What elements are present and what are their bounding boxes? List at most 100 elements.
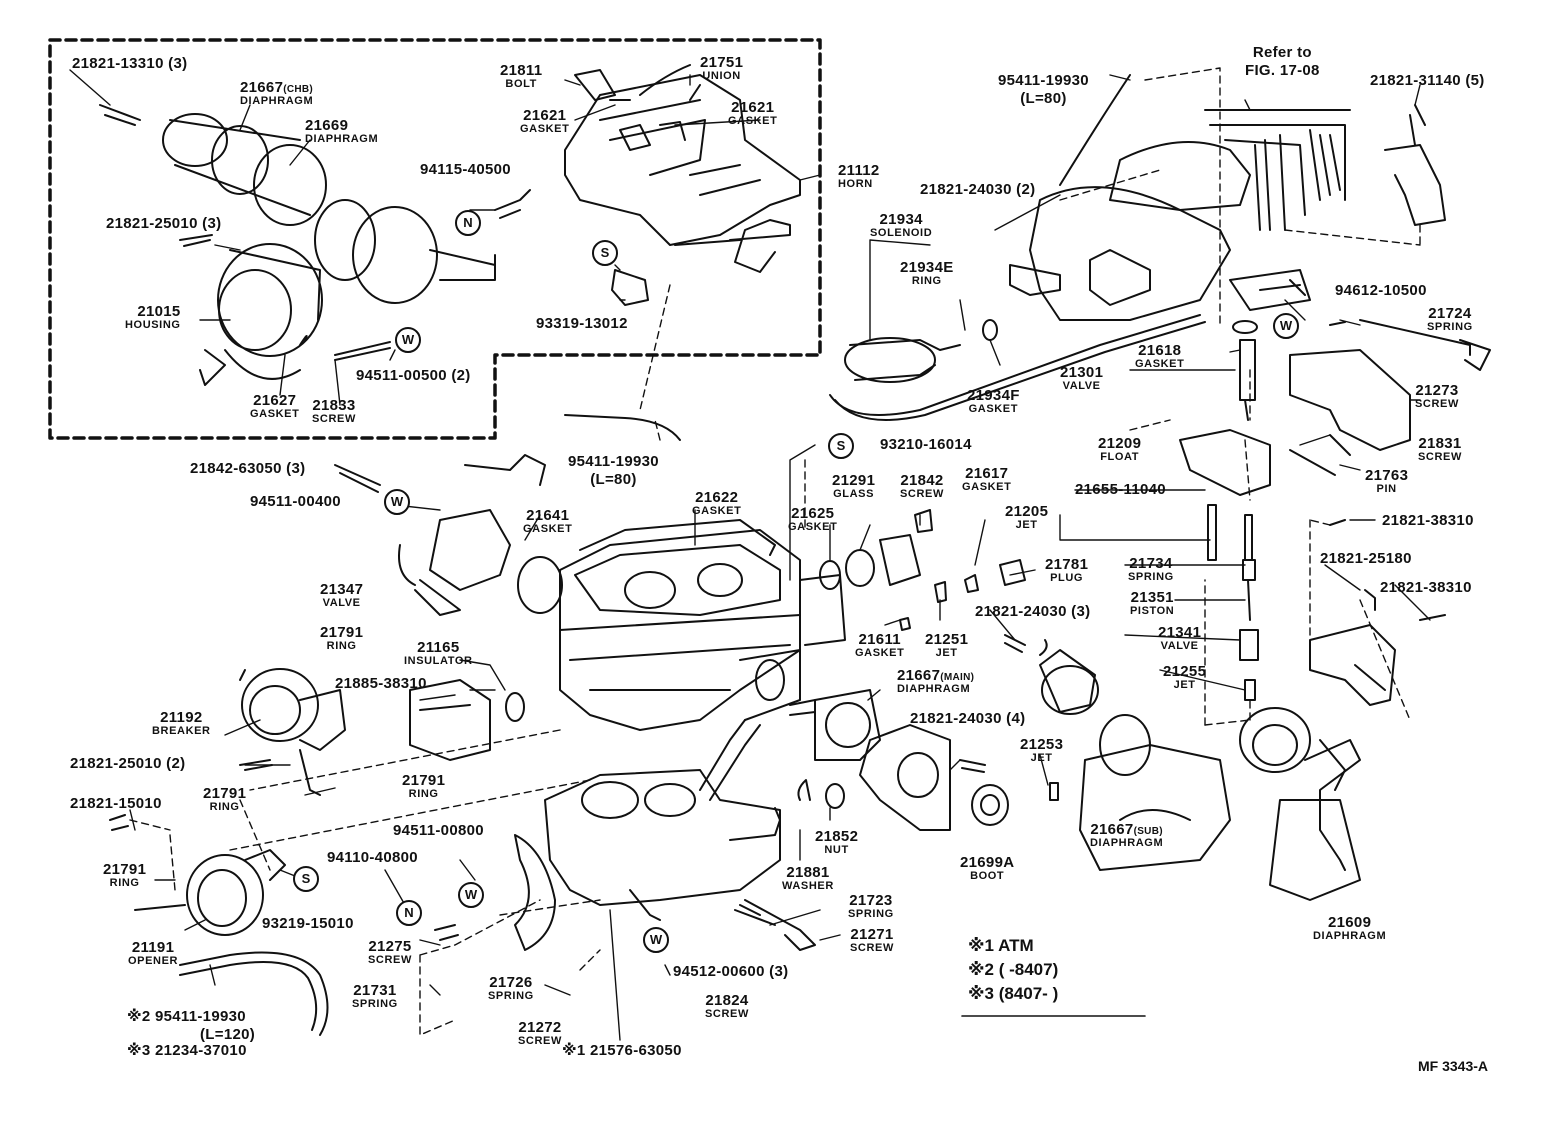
solenoid-part: [829, 314, 1206, 421]
part-number: 21781: [1045, 556, 1089, 573]
part-number: 21347: [320, 581, 364, 598]
part-number: 21751: [700, 54, 744, 71]
part-number: 21833: [312, 397, 356, 414]
part-name: RING: [209, 801, 240, 813]
part-label: ※1 21576-63050: [562, 1043, 682, 1058]
chb-diaphragm-part: [99, 104, 496, 304]
diagram-code: MF 3343-A: [1418, 1058, 1489, 1074]
part-number: 21272: [518, 1019, 562, 1036]
part-number: 94110-40800: [327, 849, 418, 866]
part-label: 94110-40800: [327, 850, 418, 865]
part-name: DIAPHRAGM: [240, 95, 314, 107]
part-number: 21301: [1060, 364, 1104, 381]
part-number: 21275: [368, 938, 412, 955]
part-number: 21251: [925, 631, 969, 648]
part-number: 21842-63050 (3): [190, 460, 306, 477]
part-name: DIAPHRAGM: [1090, 837, 1164, 849]
part-label: 21821-31140 (5): [1370, 73, 1485, 88]
part-name: JET: [1173, 679, 1196, 691]
carburetor-body: [559, 529, 846, 731]
part-label: 21821-15010: [70, 796, 162, 811]
part-length: (L=120): [200, 1026, 256, 1043]
part-number: 94511-00500 (2): [356, 367, 471, 384]
part-label: 21885-38310: [335, 676, 427, 691]
part-name: PIN: [1376, 483, 1397, 495]
part-name: INSULATOR: [404, 655, 473, 667]
part-label: 21821-25010 (3): [106, 216, 221, 231]
part-number: 21291: [832, 472, 876, 489]
part-number: 21641: [526, 507, 570, 524]
dashed-guides: [129, 67, 1421, 1036]
part-number: 21627: [253, 392, 297, 409]
part-label: ※3 21234-37010: [127, 1043, 247, 1058]
valve-21347-part: [398, 454, 546, 616]
part-name: RING: [109, 877, 140, 889]
part-number: 95411-19930: [998, 72, 1089, 89]
part-number: 21611: [858, 631, 901, 648]
part-name: GASKET: [523, 523, 573, 535]
part-name: DIAPHRAGM: [305, 133, 379, 145]
part-number: 21821-24030 (4): [910, 710, 1026, 727]
part-name: SPRING: [1427, 321, 1473, 333]
part-number: 93219-15010: [262, 915, 354, 932]
part-number: 21821-24030 (3): [975, 603, 1091, 620]
leader-lines: [69, 69, 1431, 1041]
part-number: 93210-16014: [880, 436, 972, 453]
part-number: 21821-15010: [70, 795, 162, 812]
part-name: SCREW: [705, 1008, 749, 1020]
part-number: ※3 21234-37010: [127, 1042, 247, 1059]
part-number: 21724: [1428, 305, 1472, 322]
part-name: RING: [408, 788, 439, 800]
part-label: 21667(SUB)DIAPHRAGM: [1090, 822, 1163, 849]
part-name: SCREW: [850, 942, 894, 954]
part-name: SCREW: [368, 954, 412, 966]
part-number: 21253: [1020, 736, 1064, 753]
part-name: GASKET: [520, 123, 570, 135]
part-number: 21821-25010 (2): [70, 755, 186, 772]
bracket-part: [859, 724, 951, 831]
part-label: 93210-16014: [880, 437, 972, 452]
part-number: 21271: [850, 926, 894, 943]
horn-part: [564, 74, 801, 273]
part-name: JET: [1030, 752, 1053, 764]
diaphragm-21609-part: [1239, 707, 1361, 871]
part-number: 21667(SUB): [1090, 821, 1163, 838]
part-number: 21791: [103, 861, 147, 878]
part-number: 21699A: [960, 854, 1015, 871]
part-number: 21192: [160, 709, 203, 726]
part-name: RING: [326, 640, 357, 652]
part-number: 21723: [849, 892, 893, 909]
part-label: 21667(MAIN)DIAPHRAGM: [897, 668, 974, 695]
part-name: SPRING: [352, 998, 398, 1010]
part-number: ※1 21576-63050: [562, 1042, 682, 1059]
part-number: 21165: [417, 639, 460, 656]
part-number: 94512-00600 (3): [673, 963, 789, 980]
part-name: FLOAT: [1100, 451, 1140, 463]
part-number: 21821-38310: [1380, 579, 1472, 596]
part-label: 93219-15010: [262, 916, 354, 931]
legend-row-after-8407: ※3 (8407- ): [968, 984, 1059, 1003]
assembly-group-boundary: [48, 38, 822, 440]
part-label: 95411-19930(L=80): [998, 73, 1089, 106]
